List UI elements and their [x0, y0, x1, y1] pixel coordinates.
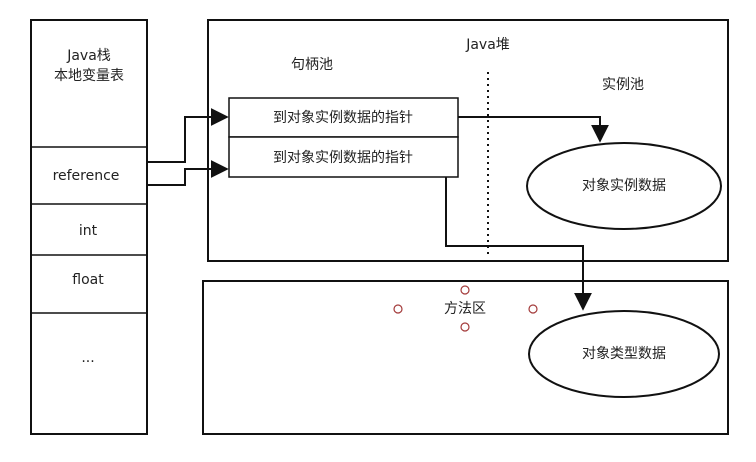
stack-slot-reference: reference: [52, 168, 120, 184]
heap-title: Java堆: [466, 37, 510, 53]
handle2-to-type-arrow: [445, 177, 592, 311]
handle-pool-label: 句柄池: [291, 57, 333, 73]
reference-to-handle2-arrow: [147, 160, 229, 186]
type-data-label: 对象类型数据: [582, 346, 666, 362]
method-area-box: [202, 280, 729, 435]
method-area-title: 方法区: [444, 301, 486, 317]
selection-handle-icon: [528, 304, 538, 314]
stack-title-line2: 本地变量表: [54, 68, 124, 84]
handle-cell: [228, 136, 459, 178]
stack-slot-float: float: [72, 272, 104, 288]
java-stack-box: [30, 19, 148, 435]
java-heap-box: [207, 19, 729, 262]
reference-to-handle1-arrow: [147, 108, 229, 163]
instance-data-ellipse: [526, 142, 722, 230]
selection-handle-icon: [460, 322, 470, 332]
instance-data-label: 对象实例数据: [582, 178, 666, 194]
type-data-ellipse: [528, 310, 720, 398]
handle1-to-instance-arrow: [458, 116, 609, 143]
handle-label: 到对象实例数据的指针: [273, 150, 413, 166]
stack-title-line1: Java栈: [67, 48, 111, 64]
instance-pool-label: 实例池: [602, 77, 644, 93]
stack-slot-int: int: [78, 223, 98, 239]
stack-slot-ellipsis: ...: [81, 350, 95, 366]
selection-handle-icon: [393, 304, 403, 314]
handle-label: 到对象实例数据的指针: [273, 110, 413, 126]
selection-handle-icon: [460, 285, 470, 295]
